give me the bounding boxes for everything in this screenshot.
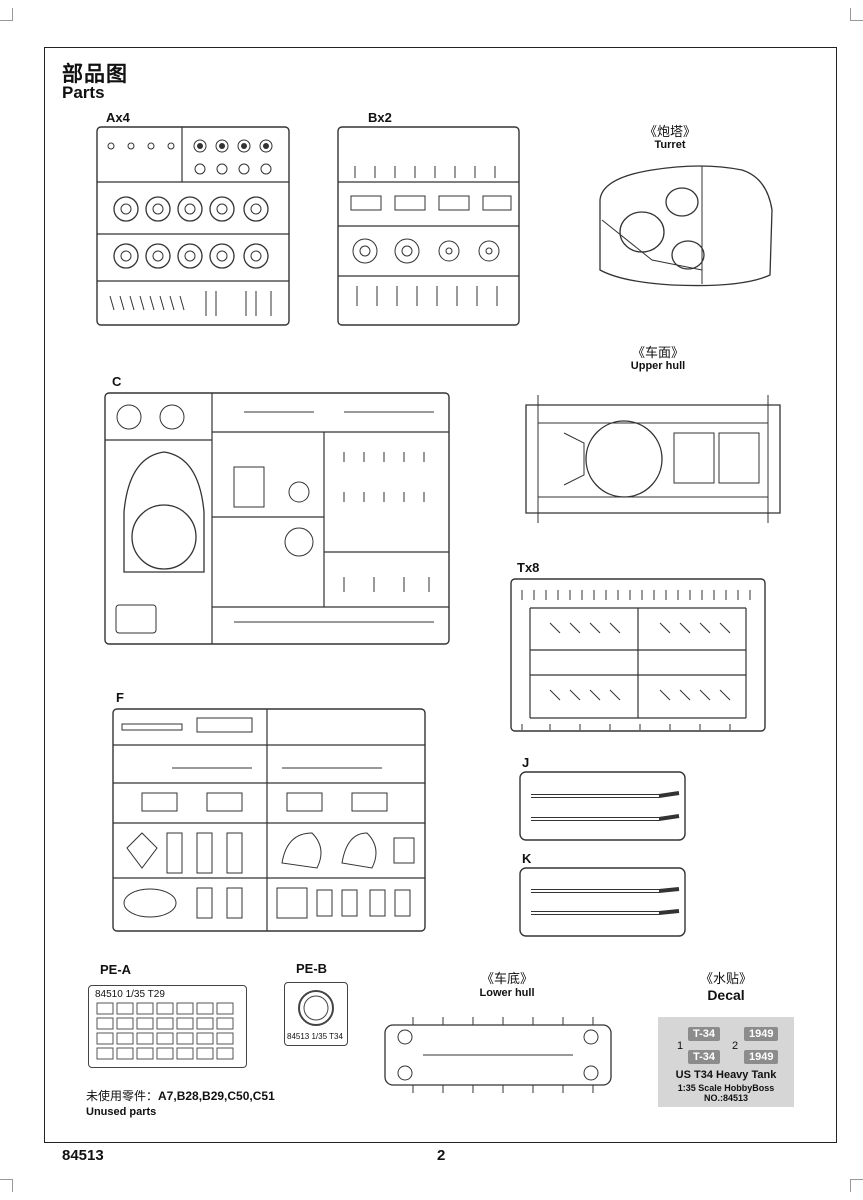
decal-year-2: 1949 <box>744 1050 779 1064</box>
upper-hull-label-en: Upper hull <box>630 360 686 372</box>
turret-label-en: Turret <box>654 139 686 151</box>
decal-tag-1: T-34 <box>688 1027 721 1041</box>
decal-title: US T34 Heavy Tank <box>675 1069 777 1081</box>
crop-mark <box>850 8 863 21</box>
decal-tag-2: T-34 <box>688 1050 721 1064</box>
sprue-b-label: Bx2 <box>368 110 392 125</box>
crop-mark <box>850 1179 863 1192</box>
page-title-cn: 部品图 <box>62 62 128 86</box>
unused-parts-line: 未使用零件：A7,B28,B29,C50,C51 <box>86 1087 275 1104</box>
pe-a-label: PE-A <box>100 962 132 977</box>
sprue-j-drawing <box>519 771 686 841</box>
upper-hull-label-cn: 《车面》 <box>631 346 684 361</box>
unused-parts-label-cn: 未使用零件： <box>86 1089 159 1103</box>
decal-sheet: T-34 T-34 1 2 1949 1949 US T34 Heavy Tan… <box>658 1017 794 1107</box>
pe-a-fret: 84510 1/35 T29 <box>88 985 247 1068</box>
crop-mark <box>0 8 13 21</box>
pe-b-fret-text: 84513 1/35 T34 <box>287 1032 343 1041</box>
lower-hull-drawing <box>384 1017 612 1093</box>
decal-label-en: Decal <box>707 987 745 1003</box>
sprue-f-label: F <box>116 690 124 705</box>
lower-hull-label-cn: 《车底》 <box>480 972 533 987</box>
pe-a-fret-text: 84510 1/35 T29 <box>95 989 165 1000</box>
sprue-t-label: Tx8 <box>517 560 540 575</box>
sprue-k-drawing <box>519 867 686 937</box>
pe-b-label: PE-B <box>296 961 328 976</box>
pe-b-fret: 84513 1/35 T34 <box>284 982 348 1046</box>
page-number: 2 <box>437 1147 446 1164</box>
sprue-b-drawing <box>337 126 520 326</box>
sprue-j-label: J <box>522 755 530 770</box>
page-frame <box>44 47 837 1143</box>
unused-parts-list: A7,B28,B29,C50,C51 <box>158 1089 275 1103</box>
product-code: 84513 <box>62 1147 104 1164</box>
sprue-t-drawing <box>510 578 766 732</box>
sprue-c-drawing <box>104 392 450 645</box>
turret-drawing <box>599 165 773 287</box>
pe-a-parts <box>96 1002 234 1060</box>
lower-hull-label-en: Lower hull <box>479 987 535 999</box>
pe-b-part <box>298 990 334 1026</box>
page-title-en: Parts <box>62 83 105 102</box>
turret-label-cn: 《炮塔》 <box>643 125 696 140</box>
decal-number-1: 1 <box>677 1040 684 1052</box>
decal-subtitle: 1:35 Scale HobbyBoss NO.:84513 <box>677 1083 775 1103</box>
sprue-c-label: C <box>112 374 122 389</box>
decal-number-2: 2 <box>732 1040 739 1052</box>
sprue-a-label: Ax4 <box>106 110 130 125</box>
unused-parts-label-en: Unused parts <box>86 1106 157 1118</box>
crop-mark <box>0 1179 13 1192</box>
sprue-k-label: K <box>522 851 532 866</box>
sprue-f-drawing <box>112 708 426 932</box>
decal-label-cn: 《水贴》 <box>699 972 752 987</box>
upper-hull-drawing <box>525 395 781 523</box>
sprue-a-drawing <box>96 126 290 326</box>
decal-year-1: 1949 <box>744 1027 779 1041</box>
